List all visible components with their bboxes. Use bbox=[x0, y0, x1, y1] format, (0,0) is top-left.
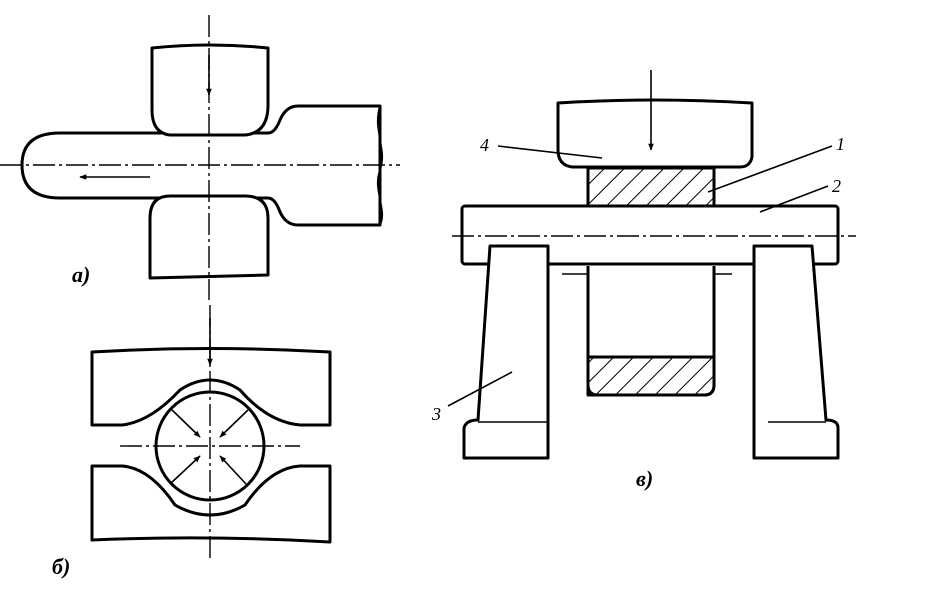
panel-v-bar bbox=[460, 204, 840, 266]
callout-3-label: 3 bbox=[431, 404, 441, 424]
callout-1-label: 1 bbox=[836, 134, 845, 154]
panel-b-force-arrow-br bbox=[219, 455, 247, 485]
panel-a-upper-die bbox=[150, 43, 270, 137]
panel-v-punch bbox=[556, 98, 754, 169]
panel-b-label: б) bbox=[52, 554, 70, 579]
callout-4-label: 4 bbox=[480, 135, 489, 155]
panel-b: б) bbox=[52, 305, 332, 579]
panel-v-right-support bbox=[752, 244, 840, 460]
panel-a-break-line bbox=[376, 105, 384, 226]
callout-1-leader bbox=[707, 145, 833, 193]
callout-4-leader bbox=[497, 145, 603, 159]
panel-b-force-arrow-bl bbox=[169, 455, 201, 485]
panel-v-upper-slug bbox=[586, 166, 716, 208]
panel-b-force-arrow-tr bbox=[219, 409, 249, 438]
callout-2-label: 2 bbox=[832, 176, 841, 196]
callout-3-leader bbox=[447, 371, 513, 407]
panel-a-label: а) bbox=[72, 262, 90, 287]
panel-v-left-support bbox=[462, 244, 550, 460]
panel-b-force-arrow-tl bbox=[171, 409, 201, 438]
panel-a-lower-die bbox=[148, 194, 270, 280]
panel-a: а) bbox=[0, 15, 400, 300]
callout-2-leader bbox=[759, 185, 829, 213]
panel-b-lower-die bbox=[90, 464, 332, 544]
panel-v: 4 1 2 3 в) bbox=[431, 70, 856, 491]
panel-b-upper-die bbox=[90, 347, 332, 427]
panel-v-lower-slug bbox=[586, 355, 716, 397]
panel-v-label: в) bbox=[636, 466, 653, 491]
